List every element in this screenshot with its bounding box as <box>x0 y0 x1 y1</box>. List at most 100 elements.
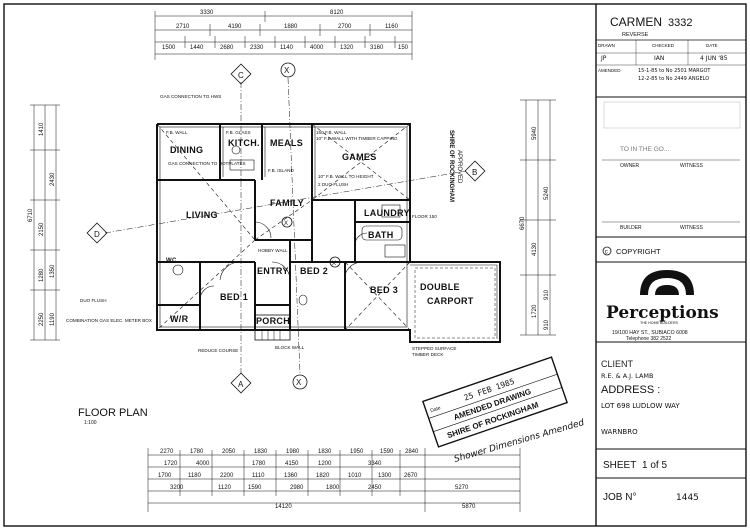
job-value: 1445 <box>676 493 699 503</box>
top-dimension-lines <box>154 11 413 60</box>
section-marker-c: C <box>238 71 244 80</box>
note-gas-hotplates: GAS CONNECTION TO HOTPLATES <box>168 161 246 166</box>
section-marker-b: B <box>472 168 477 177</box>
room-dining: DINING <box>170 145 203 155</box>
bottom-row2-dim-4: 4150 <box>285 461 299 467</box>
right-dim-4: 4130 <box>532 242 538 256</box>
sheet-label: SHEET <box>603 460 636 471</box>
top-row1-dim-3: 2680 <box>220 45 234 51</box>
top-row1-dim-8: 3160 <box>370 45 384 51</box>
company-logo: Perceptions THE HOME BUILDERS <box>606 270 719 325</box>
bottom-row1-dim-1: 2270 <box>160 449 174 455</box>
top-overall-dim-2: 8120 <box>330 10 344 16</box>
bottom-row1-dim-3: 2050 <box>222 449 236 455</box>
plan-variant: REVERSE <box>622 32 649 38</box>
section-marker-x-4: X <box>332 261 336 267</box>
client-label: CLIENT <box>601 359 634 369</box>
note-duo-flush-2: 2 DUO FLUSH <box>318 182 348 187</box>
title-block <box>595 4 746 526</box>
section-marker-x-1: X <box>284 66 290 75</box>
left-dim-4: 6710 <box>28 208 34 222</box>
witness-label-1: WITNESS <box>680 163 703 169</box>
note-reduce-course: REDUCE COURSE <box>198 348 238 353</box>
bottom-row4-dim-4: 2980 <box>290 485 304 491</box>
room-bed-1: BED 1 <box>220 292 248 302</box>
left-dim-7: 1190 <box>50 312 56 326</box>
top-row2-dim-4: 2700 <box>338 24 352 30</box>
bottom-row2-dim-2: 4000 <box>196 461 210 467</box>
bottom-row3-dim-4: 1110 <box>252 473 265 479</box>
carport-outline <box>414 267 496 339</box>
company-name: Perceptions <box>606 303 719 323</box>
drawn-value: JP <box>600 55 607 62</box>
section-marker-x-2: X <box>296 378 302 387</box>
top-dim-ticks <box>184 11 396 48</box>
note-timber-deck: TIMBER DECK <box>412 352 444 357</box>
right-dim-3: 6670 <box>520 216 526 230</box>
bottom-row3-dim-5: 1360 <box>284 473 298 479</box>
address-line-2: WARNBRO <box>601 428 638 436</box>
note-fb-capping: 10" F.B.WALL WITH TIMBER CAPPING <box>316 136 398 141</box>
note-shire-vertical: SHIRE OF ROCKINGHAM <box>448 130 454 202</box>
note-stepped-surface: STEPPED SURFACE <box>412 346 456 351</box>
bottom-row2-dim-5: 1200 <box>318 461 332 467</box>
section-markers <box>86 62 486 394</box>
sheet-value: 1 of 5 <box>642 460 667 471</box>
company-address: 19/100 HAY ST., SUBIACO 6008 <box>612 330 688 336</box>
bottom-row4-dim-7: 5270 <box>455 485 469 491</box>
kitchen-sink <box>231 145 241 155</box>
top-row1-dim-5: 1140 <box>280 45 294 51</box>
date-label: DATE <box>706 43 718 48</box>
bottom-row3-dim-6: 1820 <box>316 473 330 479</box>
door-swings <box>199 221 368 301</box>
kitchen-island <box>229 159 255 171</box>
owner-label: OWNER <box>620 163 640 169</box>
note-floor: FLOOR 150 <box>412 214 437 219</box>
wc-pan <box>172 264 184 276</box>
copyright-icon <box>602 246 612 256</box>
sheet-border <box>3 3 747 527</box>
right-dimension-lines <box>520 99 556 336</box>
bottom-row3-dim-1: 1700 <box>158 473 172 479</box>
bottom-dimension-lines <box>147 448 521 512</box>
approval-text: TO IN THE GO... <box>620 146 669 153</box>
note-gas-hws: GAS CONNECTION TO HWS <box>160 94 221 99</box>
bottom-row2-dim-6: 3340 <box>368 461 382 467</box>
building-walls <box>156 123 501 343</box>
section-cut-lines <box>104 77 467 375</box>
note-hobby-wall: HOBBY WALL <box>258 248 288 253</box>
top-row2-dim-2: 4190 <box>228 24 242 30</box>
plan-number: 3332 <box>668 17 692 29</box>
left-dim-6: 1280 <box>39 268 45 282</box>
drawn-label: DRAWN <box>598 43 615 48</box>
top-row1-dim-2: 1440 <box>190 45 204 51</box>
witness-label-2: WITNESS <box>680 225 703 231</box>
steps <box>261 330 281 340</box>
left-dim-1: 1410 <box>39 122 45 136</box>
room-games: GAMES <box>342 152 377 162</box>
left-dim-8: 2250 <box>39 312 45 326</box>
bottom-dim-ticks <box>179 450 401 496</box>
room-entry: ENTRY <box>257 266 289 276</box>
section-marker-d: D <box>94 230 100 239</box>
amendment-1: 15-1-85 to No 2501 MARGOT <box>638 68 711 74</box>
porch-outline <box>254 314 291 341</box>
bottom-row4-dim-5: 1800 <box>326 485 340 491</box>
room-double: DOUBLE <box>420 282 460 292</box>
vanity-basin <box>384 244 406 258</box>
note-duo-flush: DUO FLUSH <box>80 298 107 303</box>
floor-plan-title: FLOOR PLAN <box>78 407 148 419</box>
job-label: JOB N° <box>603 492 636 503</box>
amended-label: AMENDED <box>598 68 621 73</box>
bottom-row2-dim-1: 1720 <box>164 461 178 467</box>
bottom-row4-dim-1: 3200 <box>170 485 184 491</box>
left-dim-2: 2430 <box>50 172 56 186</box>
right-dim-7: 910 <box>544 319 550 330</box>
bottom-row3-dim-8: 1300 <box>378 473 392 479</box>
laundry-trough <box>381 204 401 218</box>
room-kitchen: KITCH. <box>228 138 260 148</box>
room-wr: W/R <box>170 314 189 324</box>
top-row1-dim-6: 4000 <box>310 45 324 51</box>
company-phone: Telephone 382 2522 <box>626 336 672 342</box>
